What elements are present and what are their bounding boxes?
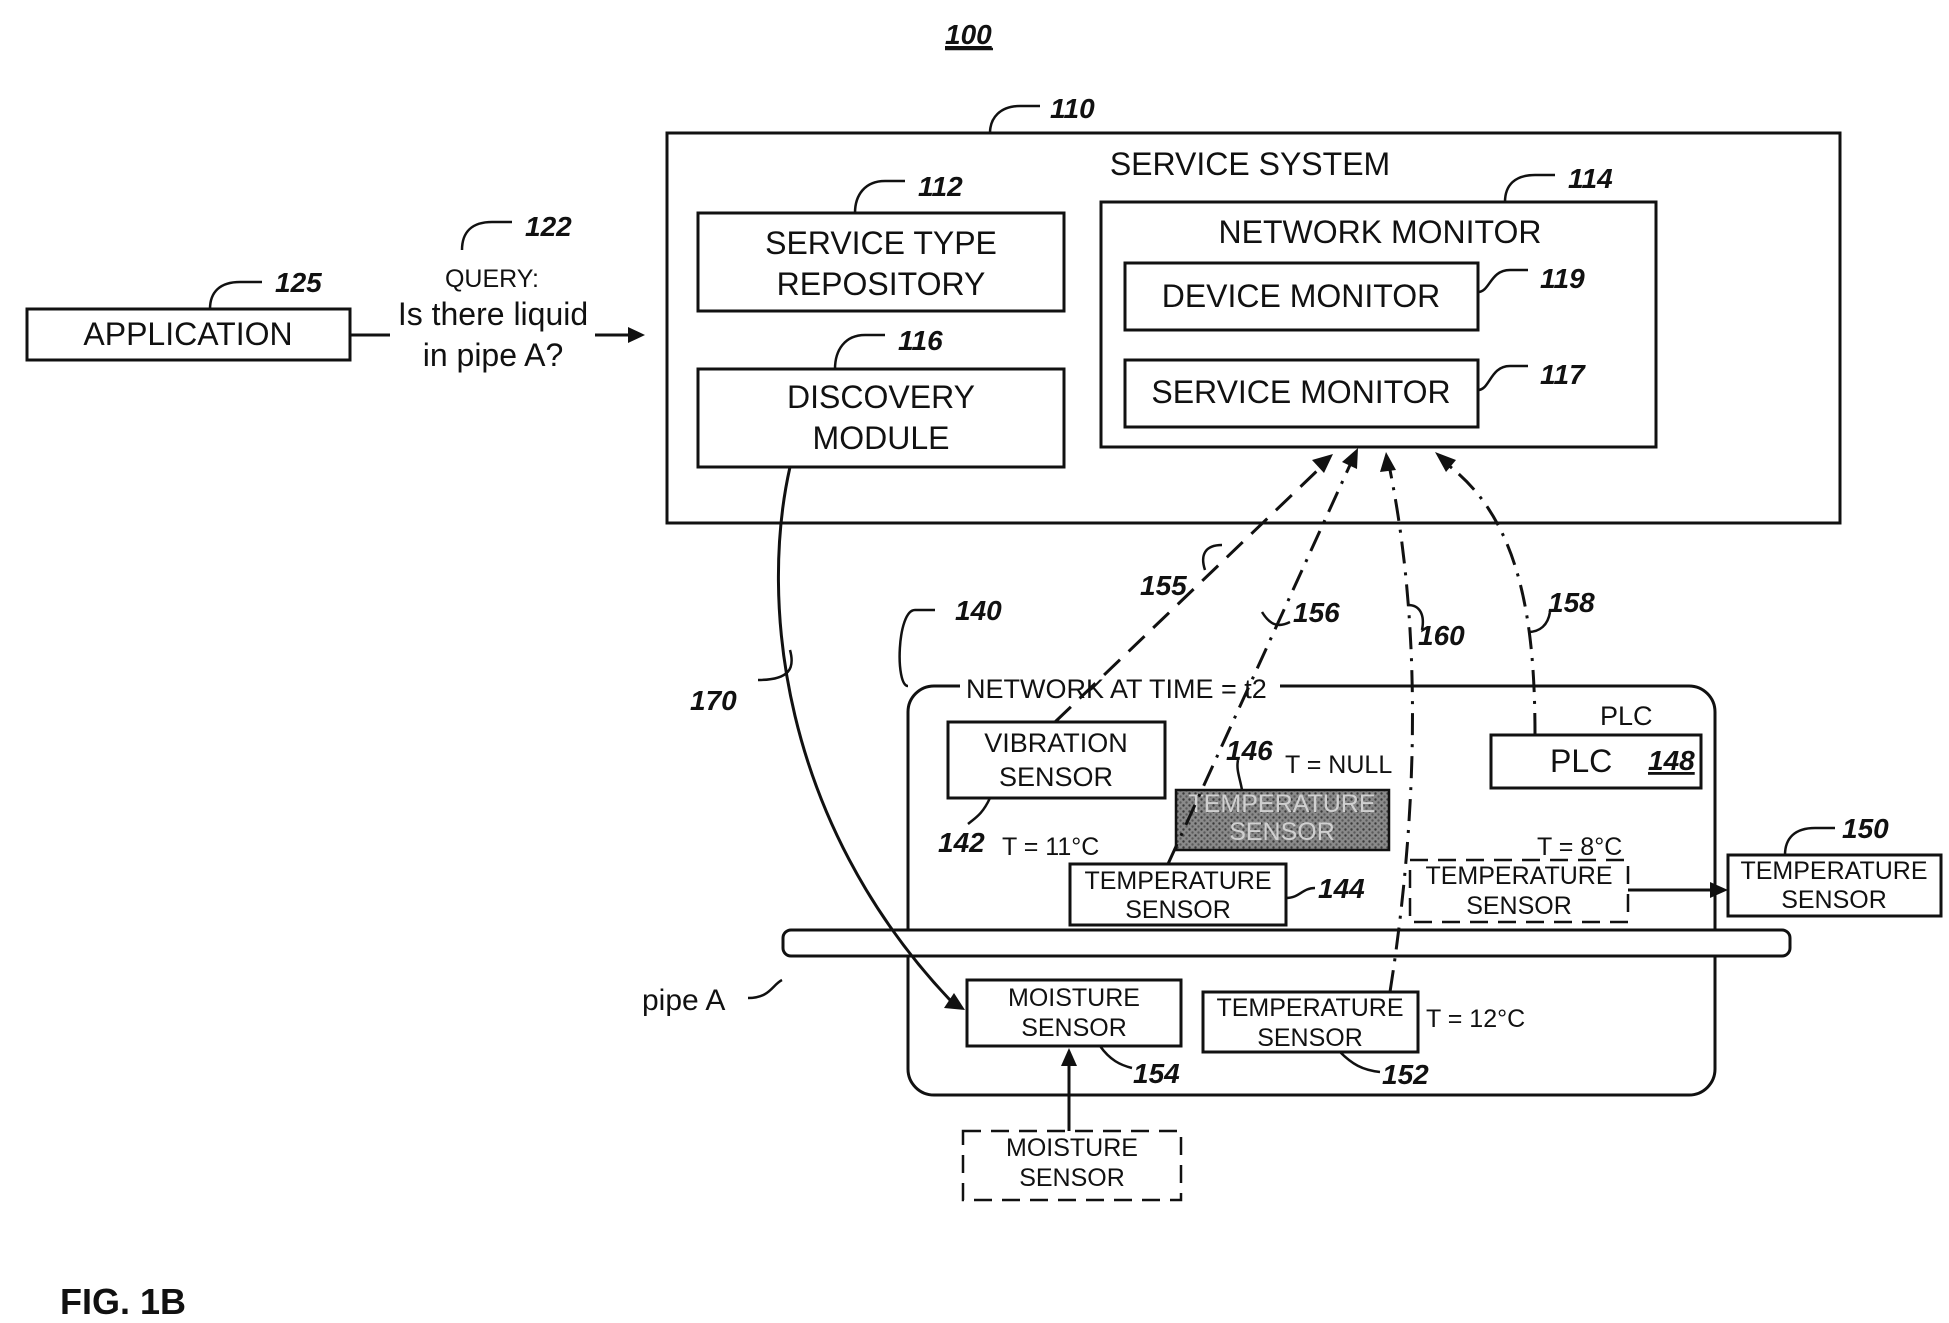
pipe-a [783, 930, 1790, 956]
ref-170: 170 [690, 685, 737, 716]
temp-dashed-line1: TEMPERATURE [1425, 862, 1612, 890]
repository-line2: REPOSITORY [777, 266, 986, 302]
device-monitor-label: DEVICE MONITOR [1162, 278, 1441, 314]
ref-140-leader [900, 610, 935, 686]
ref-122-leader [462, 222, 512, 250]
plc-title: PLC [1600, 701, 1653, 731]
ref-148: 148 [1648, 745, 1695, 776]
pipe-label-leader [748, 980, 782, 998]
ref-110-leader [990, 106, 1040, 133]
ref-155: 155 [1140, 570, 1187, 601]
ref-154: 154 [1133, 1058, 1180, 1089]
ref-116: 116 [898, 325, 943, 356]
temp-144-line2: SENSOR [1125, 896, 1231, 924]
query-line3: in pipe A? [423, 337, 564, 373]
discovery-line1: DISCOVERY [787, 379, 975, 415]
ref-158: 158 [1548, 587, 1595, 618]
temp-144-reading: T = 11°C [1002, 833, 1099, 861]
temp-dashed-reading: T = 8°C [1537, 833, 1622, 861]
temp-146-line1: TEMPERATURE [1188, 790, 1375, 818]
moisture-new-line1: MOISTURE [1006, 1134, 1138, 1162]
temp-146-line2: SENSOR [1229, 818, 1335, 846]
ref-144: 144 [1318, 873, 1365, 904]
application-label: APPLICATION [83, 316, 292, 352]
ref-156-leader [1262, 612, 1290, 625]
pipe-label: pipe A [642, 984, 725, 1017]
temp-144-line1: TEMPERATURE [1084, 867, 1271, 895]
ref-142: 142 [938, 827, 985, 858]
ref-125-leader [210, 282, 262, 309]
temp-152-line1: TEMPERATURE [1216, 994, 1403, 1022]
ref-119: 119 [1540, 263, 1585, 294]
ref-125: 125 [275, 267, 322, 298]
moisture-154-line2: SENSOR [1021, 1014, 1127, 1042]
ref-122: 122 [525, 211, 572, 242]
repository-line1: SERVICE TYPE [765, 225, 997, 261]
temp-146-reading: T = NULL [1285, 751, 1392, 779]
temp-152-reading: T = 12°C [1426, 1005, 1525, 1033]
figure-number: 100 [945, 19, 992, 50]
plc-label: PLC [1550, 743, 1612, 779]
network-title: NETWORK AT TIME = t2 [966, 674, 1267, 704]
ref-160: 160 [1418, 620, 1465, 651]
ref-150-leader [1785, 828, 1835, 855]
query-line2: Is there liquid [398, 296, 588, 332]
ref-155-leader [1203, 545, 1222, 570]
ref-146: 146 [1226, 735, 1273, 766]
ref-117: 117 [1540, 359, 1586, 390]
vibration-line2: SENSOR [999, 762, 1113, 792]
temp-150-line2: SENSOR [1781, 886, 1887, 914]
ref-156: 156 [1293, 597, 1340, 628]
ref-150: 150 [1842, 813, 1889, 844]
ref-158-leader [1528, 612, 1550, 632]
moisture-new-line2: SENSOR [1019, 1164, 1125, 1192]
figure-caption: FIG. 1B [60, 1281, 186, 1322]
query-arrowhead [628, 327, 645, 343]
vibration-line1: VIBRATION [984, 728, 1128, 758]
query-line1: QUERY: [445, 265, 539, 293]
ref-110: 110 [1050, 93, 1095, 124]
service-monitor-label: SERVICE MONITOR [1151, 374, 1450, 410]
ref-152: 152 [1382, 1059, 1429, 1090]
temp-152-line2: SENSOR [1257, 1024, 1363, 1052]
discovery-line2: MODULE [813, 420, 950, 456]
move-arrowhead [1710, 882, 1728, 898]
ref-112: 112 [918, 171, 963, 202]
ref-114: 114 [1568, 163, 1613, 194]
network-monitor-title: NETWORK MONITOR [1219, 214, 1542, 250]
ref-140: 140 [955, 595, 1002, 626]
temp-dashed-line2: SENSOR [1466, 892, 1572, 920]
service-system-title: SERVICE SYSTEM [1110, 146, 1390, 182]
temp-150-line1: TEMPERATURE [1740, 857, 1927, 885]
moisture-154-line1: MOISTURE [1008, 984, 1140, 1012]
